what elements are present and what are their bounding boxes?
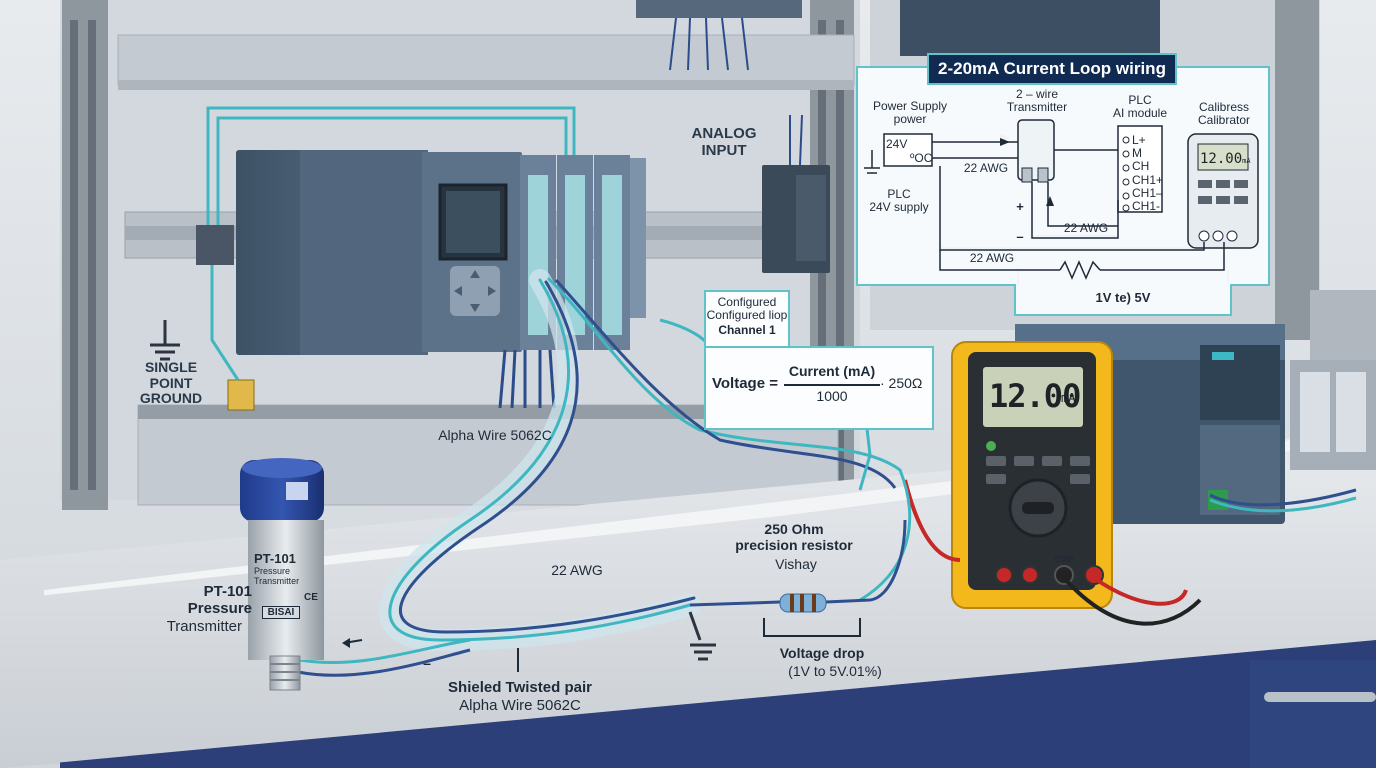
calibrator-reading: 12.00 — [1200, 151, 1243, 167]
plus-sign: + — [1016, 199, 1024, 214]
diagram-title: 2-20mA Current Loop wiring — [927, 53, 1177, 85]
configured-channel-box: Configured Configured liop Channel 1 — [704, 290, 790, 348]
wire-gauge-label: 22 AWG — [969, 251, 1015, 265]
analog-input-label: ANALOG INPUT — [691, 125, 757, 159]
wire-gauge-label: 22 AWG — [1063, 221, 1109, 235]
channel-label: CH1– — [1132, 185, 1163, 200]
voltage-range-box: 1V te) 5V — [1014, 284, 1232, 316]
formula-prefix: Voltage = — [712, 375, 778, 392]
single-point-ground-label: SINGLE POINT GROUND — [139, 359, 203, 407]
multimeter-display: 12.00 mA — [980, 364, 1086, 430]
voltage-drop-label: Voltage drop — [779, 645, 865, 661]
power-supply-label: Power Supply power — [872, 99, 948, 127]
plc-ai-label: PLC AI module — [1112, 93, 1168, 121]
resistor-brand: Vishay — [775, 556, 817, 572]
transmitter-label: 2 – wire Transmitter — [1006, 87, 1068, 115]
channel-label: L+ — [1132, 133, 1146, 147]
wire-gauge-label: 22 AWG — [551, 562, 603, 578]
ce-mark: CE — [304, 592, 318, 603]
voltage-drop-range: (1V to 5V.01%) — [788, 663, 882, 679]
fraction-bar — [784, 384, 880, 386]
pt101-sub: Transmitter — [166, 618, 242, 635]
channel-label: CH1- — [1132, 199, 1161, 214]
formula-denominator: 1000 — [816, 388, 848, 404]
plc-supply-label: PLC 24V supply — [869, 187, 929, 215]
channel-label: Channel 1 — [718, 323, 776, 337]
wire-gauge-label: 22 AWG — [963, 161, 1009, 175]
calibrator-unit: mA — [1242, 157, 1251, 165]
com-port-label: COM — [1054, 555, 1074, 564]
formula-suffix: · 250Ω — [880, 375, 923, 391]
ai-channel-list: L+ M CH CH1+ CH1– CH1- — [1132, 133, 1164, 214]
inset-schematic — [864, 119, 1259, 280]
voltage-range-label: 1V te) 5V — [1095, 290, 1151, 305]
cable-label: Shieled Twisted pair — [448, 679, 592, 696]
pt-body-subtag: Pressure Transmitter — [254, 566, 300, 587]
minus-sign: – — [423, 655, 431, 671]
pt-body-tag: PT-101 — [254, 551, 296, 566]
calibrator-display: 12.00mA — [1200, 148, 1251, 167]
voltage-formula-box: Voltage = Current (mA) 1000 · 250Ω — [704, 346, 934, 430]
channel-label: CH1+ — [1132, 172, 1164, 187]
calibrator-label: Calibress Calibrator — [1197, 100, 1251, 128]
formula-numerator: Current (mA) — [788, 363, 876, 379]
configured-label: Configured Configured liop — [706, 295, 788, 323]
channel-label: CH — [1132, 159, 1150, 174]
supply-24v-label: 24V — [886, 137, 908, 151]
multimeter-unit: mA — [1061, 391, 1076, 405]
cable-sub: Alpha Wire 5062C — [459, 697, 581, 714]
resistor-label: 250 Ohm precision resistor — [735, 521, 853, 553]
alpha-wire-label: Alpha Wire 5062C — [438, 427, 552, 443]
channel-label: M — [1132, 146, 1142, 161]
minus-sign: – — [1016, 229, 1024, 244]
pt-badge: BISAI — [262, 606, 300, 620]
pt101-label: PT-101 Pressure — [187, 583, 252, 617]
multimeter-reading: 12.00 — [989, 377, 1081, 415]
supply-oc-label: ºOC — [910, 151, 933, 165]
